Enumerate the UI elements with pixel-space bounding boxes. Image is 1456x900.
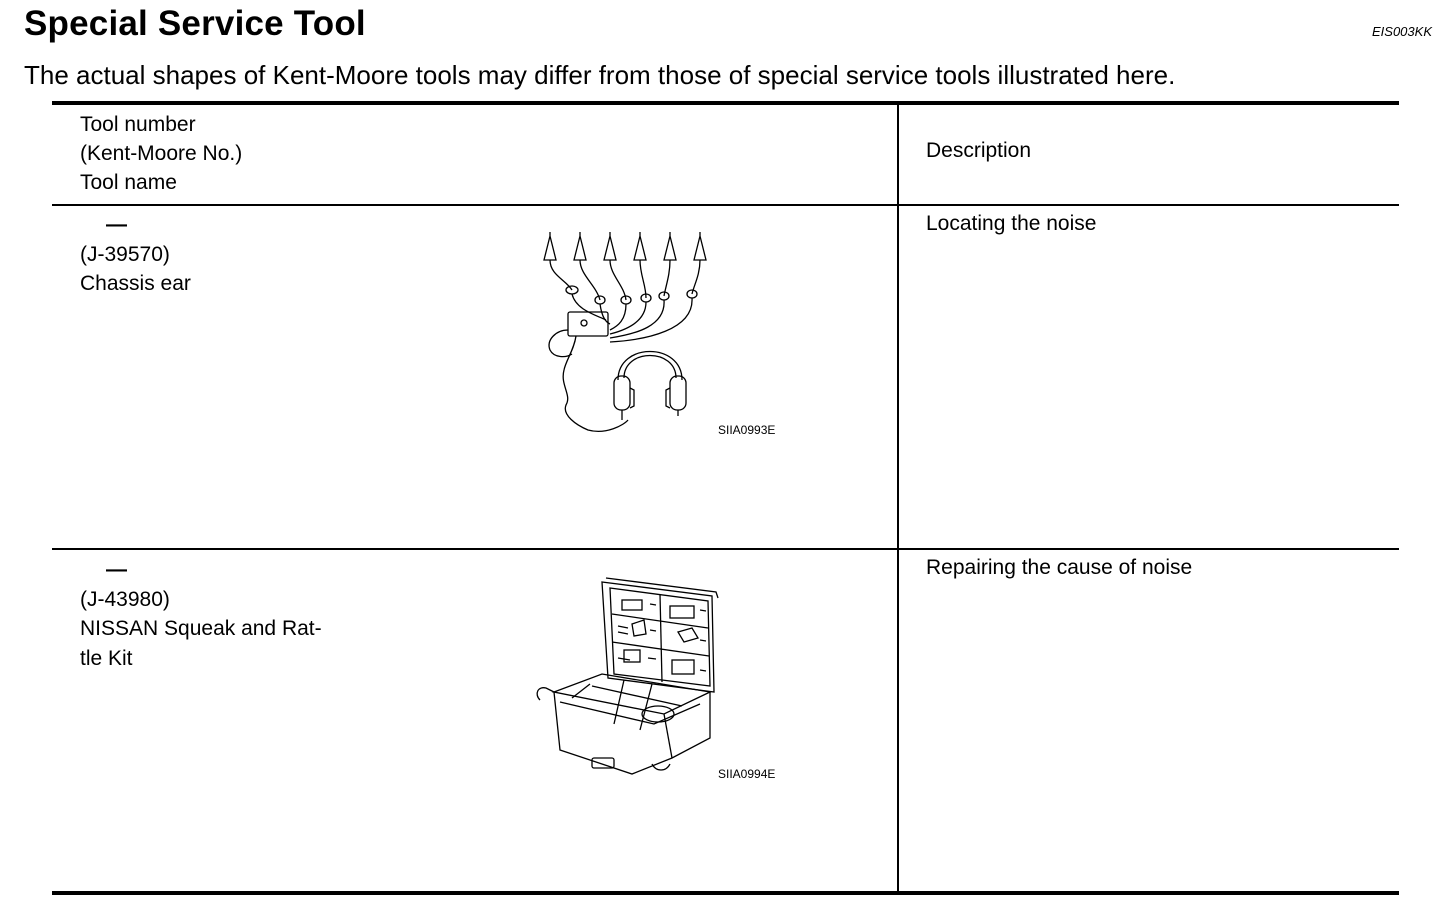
chassis-ear-illustration (543, 232, 707, 432)
tool-number: — (106, 213, 127, 236)
kent-moore-number: (J-39570) (80, 242, 170, 266)
header-description: Description (926, 139, 1032, 162)
header-tool-column: Tool number (Kent-Moore No.) Tool name (80, 110, 242, 197)
tool-description: Repairing the cause of noise (926, 556, 1193, 579)
tool-name-line: tle Kit (80, 646, 133, 670)
table-top-rule (52, 101, 1399, 105)
figure-code: SIIA0993E (718, 423, 776, 437)
table-row-divider (52, 548, 1399, 550)
kent-moore-number: (J-43980) (80, 587, 170, 611)
table-header-rule (52, 204, 1399, 206)
tool-name-line: NISSAN Squeak and Rat- (80, 617, 322, 640)
header-kent-moore: (Kent-Moore No.) (80, 142, 243, 165)
table-bottom-rule (52, 891, 1399, 895)
tool-info: — (J-39570) Chassis ear (80, 210, 191, 299)
squeak-rattle-kit-illustration (536, 577, 719, 775)
tool-name: Chassis ear (80, 272, 191, 295)
tool-number: — (106, 558, 127, 581)
tool-description: Locating the noise (926, 212, 1097, 235)
table-column-divider (897, 103, 899, 893)
tool-info: — (J-43980) NISSAN Squeak and Rat- tle K… (80, 555, 322, 673)
figure-code: SIIA0994E (718, 767, 776, 781)
document-code: EIS003KK (1372, 24, 1432, 39)
page-title: Special Service Tool (24, 4, 366, 43)
intro-text: The actual shapes of Kent-Moore tools ma… (24, 60, 1176, 90)
header-tool-number: Tool number (80, 113, 196, 136)
header-tool-name: Tool name (80, 171, 177, 194)
